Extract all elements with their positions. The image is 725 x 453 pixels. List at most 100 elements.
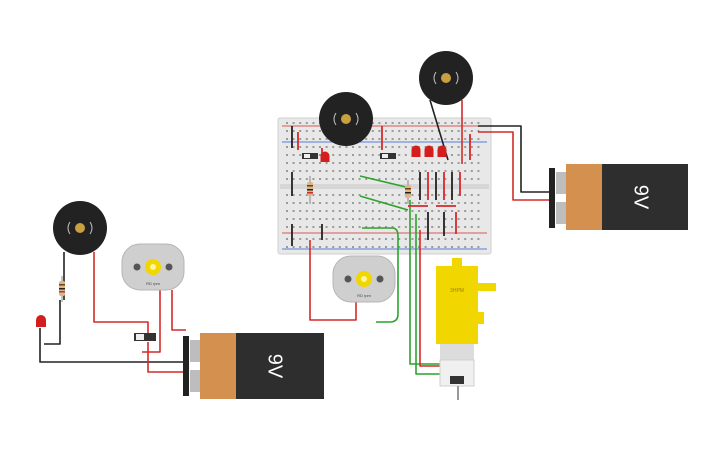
led-bb-2[interactable]: [411, 145, 421, 158]
breadboard-hole: [305, 122, 308, 124]
battery-right[interactable]: 9V: [549, 164, 688, 230]
breadboard-hole: [378, 130, 381, 132]
breadboard-hole: [457, 226, 460, 228]
led-bb-3[interactable]: [424, 145, 434, 158]
led-bb-4[interactable]: [437, 145, 447, 158]
breadboard-hole: [299, 194, 302, 196]
breadboard-hole: [424, 202, 427, 204]
battery-left[interactable]: 9V: [183, 333, 324, 399]
dc-motor-center[interactable]: RD rpm: [332, 255, 396, 303]
breadboard-hole: [352, 238, 354, 240]
breadboard-hole: [477, 146, 480, 148]
breadboard-hole: [378, 170, 381, 172]
breadboard-hole: [477, 138, 480, 140]
breadboard-hole: [299, 238, 302, 240]
breadboard-hole: [358, 146, 361, 148]
buzzer-left[interactable]: [53, 201, 107, 255]
breadboard-hole: [312, 178, 315, 180]
breadboard-hole: [358, 170, 361, 172]
breadboard-hole: [332, 162, 335, 164]
slide-switch-bb-2[interactable]: [380, 153, 396, 159]
breadboard-hole: [424, 194, 427, 196]
breadboard-hole: [470, 170, 473, 172]
breadboard-hole: [385, 122, 387, 124]
breadboard-hole: [312, 210, 315, 212]
breadboard-hole: [319, 238, 321, 240]
breadboard-hole: [305, 210, 308, 212]
breadboard-hole: [411, 138, 414, 140]
breadboard-hole: [457, 170, 460, 172]
breadboard-hole: [345, 210, 348, 212]
gear-motor[interactable]: 3HPM: [436, 258, 496, 400]
breadboard-hole: [411, 202, 414, 204]
breadboard-hole: [464, 146, 467, 148]
buzzer-top[interactable]: [419, 51, 473, 105]
breadboard-hole: [477, 170, 480, 172]
breadboard-hole: [451, 122, 453, 124]
slide-switch-left[interactable]: [134, 333, 156, 341]
breadboard-hole: [404, 162, 407, 164]
breadboard-hole: [470, 194, 473, 196]
breadboard-hole: [391, 178, 394, 180]
breadboard-hole: [431, 218, 434, 220]
breadboard-hole: [292, 238, 295, 240]
breadboard-hole: [451, 146, 453, 148]
led-left[interactable]: [36, 315, 46, 327]
breadboard-hole: [345, 202, 348, 204]
breadboard-hole: [305, 162, 308, 164]
breadboard-hole: [319, 138, 321, 140]
wire-left-motor-red-2: [171, 290, 186, 331]
breadboard-hole: [464, 178, 467, 180]
breadboard-hole: [411, 122, 414, 124]
breadboard-hole: [451, 218, 453, 220]
breadboard-hole: [477, 226, 480, 228]
breadboard-hole: [338, 218, 341, 220]
breadboard-hole: [319, 210, 321, 212]
breadboard-hole: [378, 122, 381, 124]
breadboard-hole: [424, 226, 427, 228]
breadboard-hole: [464, 154, 467, 156]
breadboard-hole: [338, 178, 341, 180]
slide-switch-bb-1[interactable]: [302, 153, 318, 159]
dc-motor-left[interactable]: RD rpm: [121, 243, 185, 291]
breadboard-hole: [358, 238, 361, 240]
breadboard-hole: [378, 138, 381, 140]
breadboard-hole: [378, 202, 381, 204]
breadboard-hole: [338, 170, 341, 172]
buzzer-board[interactable]: [319, 92, 373, 146]
breadboard-hole: [451, 202, 453, 204]
led-bb-1[interactable]: [320, 151, 330, 163]
breadboard-hole: [365, 154, 368, 156]
wire-green-3: [362, 227, 399, 323]
breadboard-hole: [464, 238, 467, 240]
motor-left-label: RD rpm: [146, 281, 160, 286]
breadboard-hole: [444, 178, 447, 180]
breadboard-hole: [305, 194, 308, 196]
breadboard-hole: [391, 226, 394, 228]
wire-green-2: [359, 195, 409, 211]
breadboard-hole: [371, 202, 374, 204]
breadboard-hole: [299, 162, 302, 164]
breadboard-hole: [338, 194, 341, 196]
breadboard-hole: [464, 210, 467, 212]
breadboard-hole: [358, 226, 361, 228]
breadboard-hole: [464, 202, 467, 204]
breadboard-hole: [444, 162, 447, 164]
breadboard-hole: [424, 238, 427, 240]
breadboard-hole: [391, 170, 394, 172]
breadboard-hole: [418, 246, 420, 248]
breadboard-hole: [332, 238, 335, 240]
breadboard-hole: [338, 210, 341, 212]
breadboard-hole: [431, 238, 434, 240]
breadboard-hole: [477, 122, 480, 124]
breadboard-hole: [292, 162, 295, 164]
breadboard-hole: [385, 138, 387, 140]
breadboard-hole: [292, 202, 295, 204]
breadboard-hole: [437, 122, 440, 124]
breadboard-hole: [411, 218, 414, 220]
breadboard-hole: [411, 246, 414, 248]
breadboard-hole: [305, 218, 308, 220]
breadboard-hole: [338, 202, 341, 204]
breadboard-hole: [378, 238, 381, 240]
